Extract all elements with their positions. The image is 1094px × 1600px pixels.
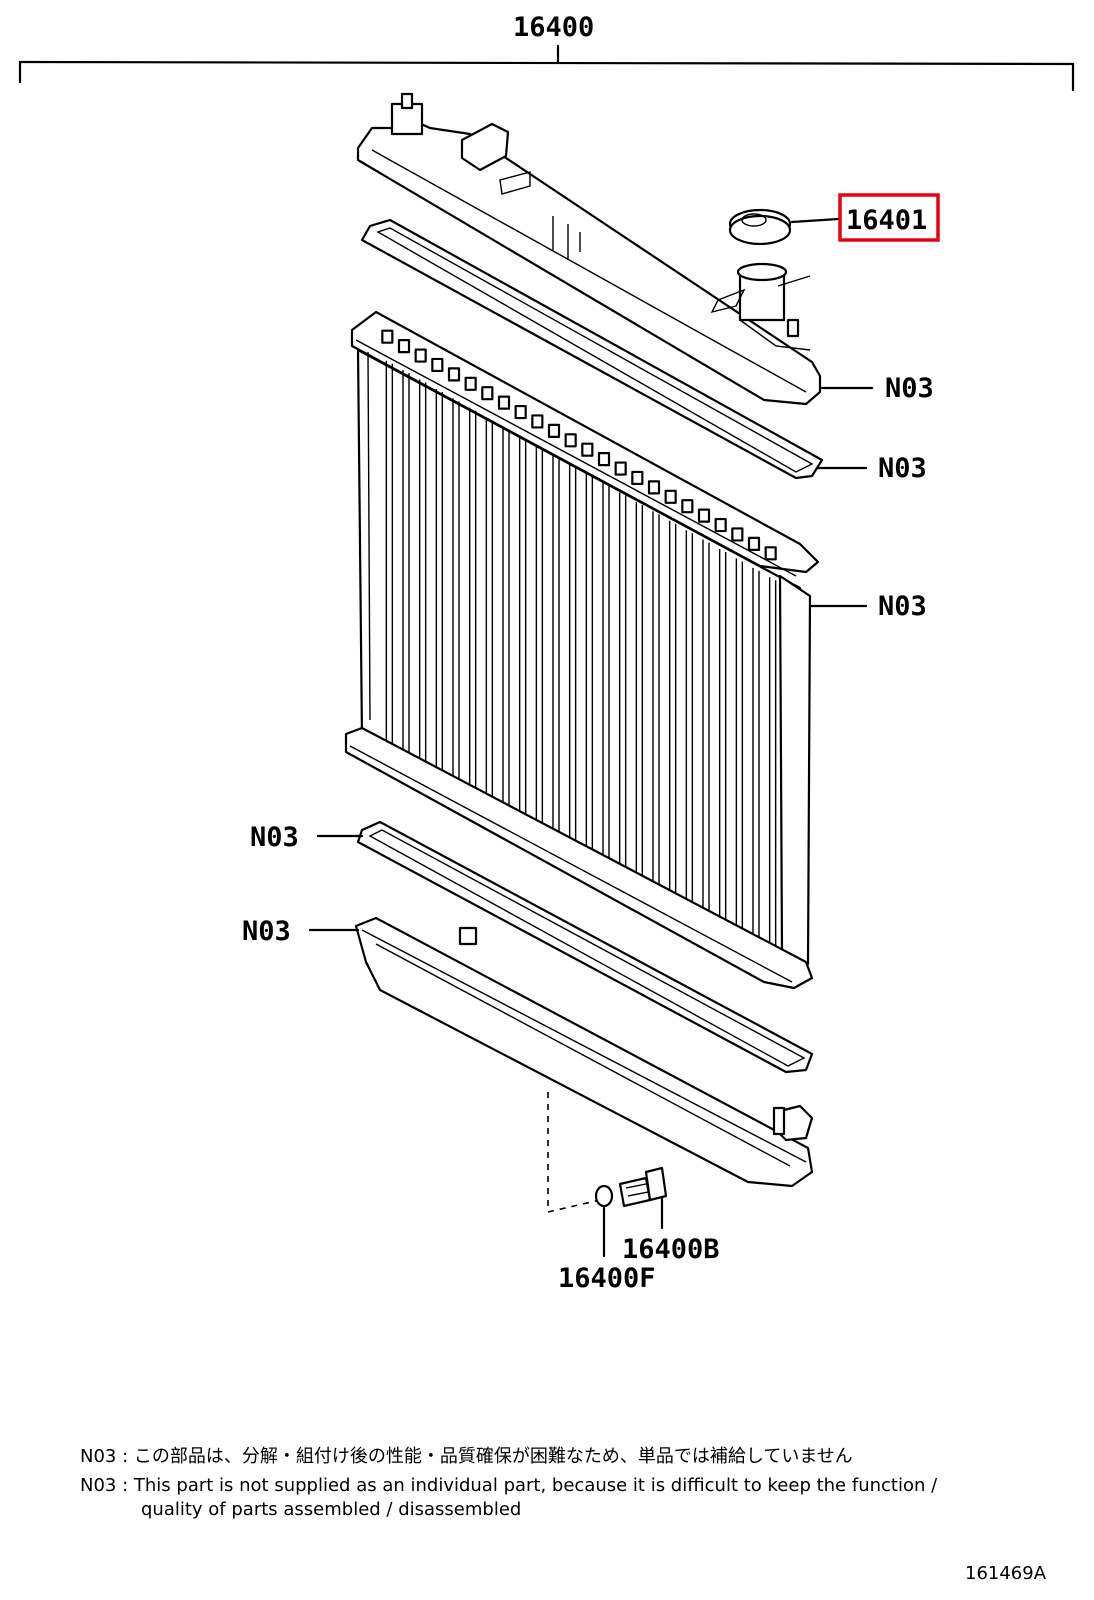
header-tab <box>447 367 461 382</box>
figure-id: 161469A <box>965 1563 1047 1584</box>
header-tab <box>481 386 494 401</box>
upper-gasket[interactable] <box>360 218 824 480</box>
header-tab <box>531 414 544 429</box>
header-tab <box>414 348 427 363</box>
upper-tank[interactable] <box>356 92 822 406</box>
callout-n03-top-gasket[interactable]: N03 <box>878 453 927 484</box>
callout-n03-bottom-gasket[interactable]: N03 <box>250 822 299 853</box>
header-tab <box>431 357 444 373</box>
drain-cock[interactable] <box>618 1166 668 1208</box>
note-en-code: N03 <box>80 1475 117 1496</box>
note-jp: N03 : この部品は、分解・組付け後の性能・品質確保が困難なため、単品では補給… <box>80 1446 853 1468</box>
header-tab <box>381 329 394 344</box>
header-tab <box>731 527 744 542</box>
lower-gasket[interactable] <box>356 820 814 1074</box>
header-tab <box>514 404 527 420</box>
callout-n03-bottom-tank[interactable]: N03 <box>242 916 291 947</box>
callout-16401[interactable]: 16401 <box>846 205 927 236</box>
callout-16400b[interactable]: 16400B <box>622 1234 720 1265</box>
radiator-cap[interactable] <box>728 208 792 246</box>
lower-tank[interactable] <box>354 916 814 1188</box>
note-en-text-1: : This part is not supplied as an indivi… <box>122 1475 938 1496</box>
header-tab <box>681 499 694 514</box>
header-tab <box>714 517 727 533</box>
callout-n03-core[interactable]: N03 <box>878 591 927 622</box>
note-en: N03 : This part is not supplied as an in… <box>80 1475 937 1497</box>
callout-16400[interactable]: 16400 <box>513 12 594 43</box>
header-tab <box>397 339 411 354</box>
note-jp-code: N03 <box>80 1446 117 1467</box>
header-tab <box>614 461 627 476</box>
header-tab <box>581 442 594 457</box>
note-en-line2: quality of parts assembled / disassemble… <box>141 1499 521 1521</box>
header-tab <box>547 423 561 438</box>
radiator-core[interactable] <box>344 310 820 990</box>
header-tab <box>764 546 777 561</box>
header-tab <box>597 452 611 467</box>
callout-16400f[interactable]: 16400F <box>558 1263 656 1294</box>
header-tab <box>747 536 761 551</box>
core-tubes <box>381 329 777 953</box>
note-jp-text: : この部品は、分解・組付け後の性能・品質確保が困難なため、単品では補給していま… <box>122 1446 853 1467</box>
drain-guide-line <box>547 1092 601 1214</box>
header-tab <box>464 376 477 391</box>
header-tab <box>664 489 677 504</box>
callout-n03-top-tank[interactable]: N03 <box>885 373 934 404</box>
drain-o-ring[interactable] <box>594 1184 614 1208</box>
note-en-text-2: quality of parts assembled / disassemble… <box>141 1499 522 1520</box>
highlight-box-16401 <box>838 193 940 242</box>
header-tab <box>631 470 644 486</box>
header-tab <box>497 395 511 410</box>
header-tab <box>647 480 661 495</box>
header-tab <box>697 508 711 523</box>
leader-16401 <box>790 217 840 224</box>
header-tab <box>564 433 577 448</box>
assembly-bracket <box>18 44 1075 92</box>
